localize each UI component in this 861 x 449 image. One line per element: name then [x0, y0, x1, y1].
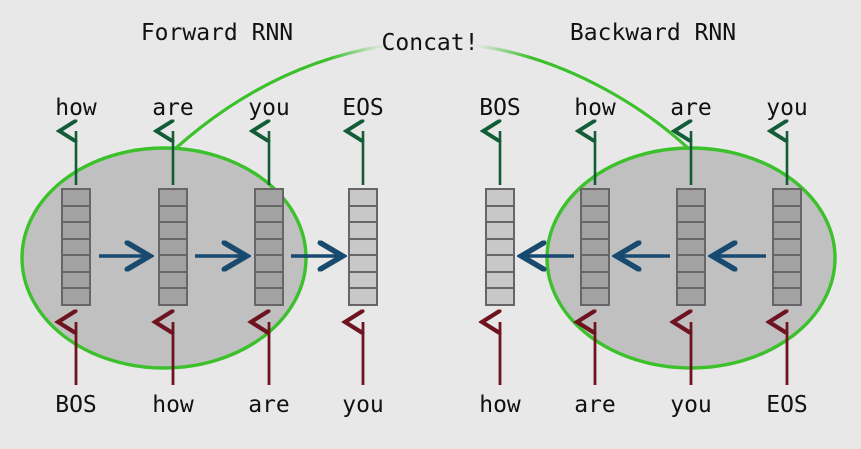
- rnn-cell: [158, 287, 188, 306]
- input-label-1: how: [152, 392, 194, 418]
- rnn-cell-stack: [254, 188, 284, 306]
- output-label-0: how: [55, 95, 97, 121]
- input-label-3: you: [342, 392, 384, 418]
- rnn-cell: [254, 287, 284, 306]
- concat-label: Concat!: [381, 30, 479, 56]
- output-arrows: [76, 131, 787, 185]
- output-label-1: are: [152, 95, 194, 121]
- input-arrows: [76, 322, 787, 385]
- rnn-cell: [580, 287, 610, 306]
- rnn-cell-stack: [580, 188, 610, 306]
- input-label-2: are: [248, 392, 290, 418]
- output-label-7: you: [766, 95, 808, 121]
- concat-curve-left: [174, 43, 392, 150]
- input-label-5: are: [574, 392, 616, 418]
- rnn-cell: [676, 287, 706, 306]
- backward-rnn-title: Backward RNN: [569, 20, 737, 46]
- output-label-2: you: [248, 95, 290, 121]
- output-label-5: how: [574, 95, 616, 121]
- output-label-6: are: [670, 95, 712, 121]
- rnn-cell-stack: [772, 188, 802, 306]
- rnn-cell-stack: [348, 188, 378, 306]
- rnn-cell-stack: [158, 188, 188, 306]
- rnn-cell: [348, 287, 378, 306]
- rnn-cell: [772, 287, 802, 306]
- input-label-4: how: [479, 392, 521, 418]
- rnn-cell: [61, 287, 91, 306]
- rnn-cell-stack: [676, 188, 706, 306]
- concat-curve-right: [468, 43, 690, 150]
- rnn-cell: [485, 287, 515, 306]
- input-label-6: you: [670, 392, 712, 418]
- input-label-0: BOS: [55, 392, 97, 418]
- output-label-3: EOS: [342, 95, 384, 121]
- forward-rnn-title: Forward RNN: [140, 20, 294, 46]
- rnn-cell-stack: [61, 188, 91, 306]
- rnn-cell-stack: [485, 188, 515, 306]
- output-label-4: BOS: [479, 95, 521, 121]
- input-label-7: EOS: [766, 392, 808, 418]
